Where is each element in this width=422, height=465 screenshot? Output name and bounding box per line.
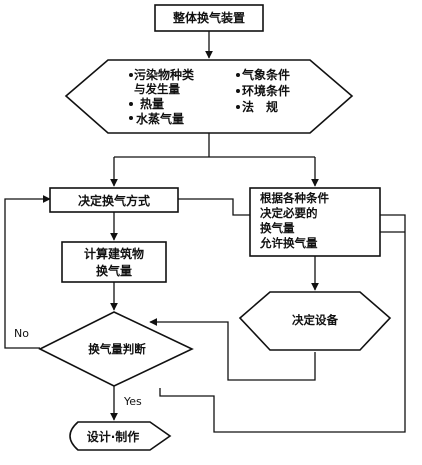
node-compute: 计算建筑物 换气量: [61, 241, 167, 283]
input-weather: 气象条件: [241, 67, 290, 82]
node-top-label: 整体换气装置: [172, 10, 245, 25]
node-inputs-hexagon: 污染物种类 与发生量 热量 水蒸气量 气象条件 环境条件 法 规: [64, 59, 354, 134]
node-compute-line2: 换气量: [96, 263, 132, 278]
node-conditions-line2: 决定必要的: [260, 206, 318, 220]
input-environment: 环境条件: [242, 83, 290, 98]
edge-label-no: No: [14, 327, 29, 340]
edge-no-loop: [4, 195, 51, 349]
bullet-dot: [129, 116, 133, 120]
input-pollutant-type: 污染物种类: [134, 67, 195, 82]
bullet-dot: [236, 89, 240, 93]
node-design-terminal: 设计·制作: [69, 421, 172, 451]
bullet-dot: [236, 105, 240, 109]
node-equipment-hexagon: 决定设备: [238, 291, 392, 351]
node-decide-method-label: 决定换气方式: [78, 193, 150, 208]
node-conditions-line1: 根据各种条件: [260, 191, 329, 205]
edge-equipment-to-judge: [149, 318, 316, 381]
node-conditions-line4: 允许换气量: [259, 236, 318, 250]
input-generation-amount: 与发生量: [134, 82, 180, 96]
bullet-dot: [129, 102, 133, 106]
bullet-dot: [129, 73, 133, 77]
node-conditions-line3: 换气量: [260, 221, 295, 235]
input-water-vapor: 水蒸气量: [136, 111, 184, 126]
input-heat: 热量: [140, 96, 164, 111]
node-conditions: 根据各种条件 决定必要的 换气量 允许换气量: [249, 187, 381, 257]
input-regulations: 法 规: [242, 99, 278, 114]
node-design-label: 设计·制作: [87, 429, 140, 444]
edge-method-right-loop: [159, 198, 406, 433]
bullet-dot: [236, 73, 240, 77]
node-top: 整体换气装置: [154, 4, 264, 32]
node-judge-label: 换气量判断: [88, 342, 146, 356]
node-decide-method: 决定换气方式: [49, 187, 179, 213]
node-judge-diamond: 换气量判断: [38, 311, 194, 387]
edge-label-yes: Yes: [123, 395, 142, 408]
node-compute-line1: 计算建筑物: [84, 246, 144, 261]
node-equipment-label: 决定设备: [292, 313, 338, 327]
connectors: [4, 31, 406, 433]
